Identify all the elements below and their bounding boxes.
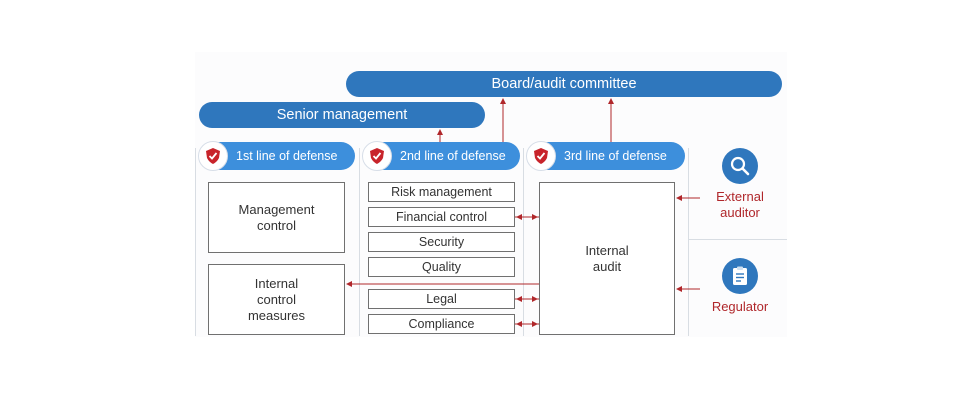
shield-icon (526, 141, 556, 171)
first-line-label: 1st line of defense (236, 149, 338, 163)
shield-icon (362, 141, 392, 171)
row-divider (689, 239, 787, 240)
internal-audit-box: Internal audit (539, 182, 675, 335)
external-auditor-label: External auditor (716, 189, 764, 220)
management-control-box: Management control (208, 182, 345, 253)
second-line-label: 2nd line of defense (400, 149, 506, 163)
internal-control-measures-box: Internal control measures (208, 264, 345, 335)
magnifier-icon (722, 148, 758, 184)
financial-control-box: Financial control (368, 207, 515, 227)
first-line-of-defense-header: 1st line of defense (198, 141, 355, 171)
shield-icon (198, 141, 228, 171)
clipboard-icon (722, 258, 758, 294)
second-line-of-defense-header: 2nd line of defense (362, 141, 520, 171)
risk-management-box: Risk management (368, 182, 515, 202)
security-box: Security (368, 232, 515, 252)
regulator-label: Regulator (711, 299, 769, 314)
legal-box: Legal (368, 289, 515, 309)
board-audit-committee-bar: Board/audit committee (346, 71, 782, 97)
third-line-label: 3rd line of defense (564, 149, 667, 163)
compliance-box: Compliance (368, 314, 515, 334)
column-divider (359, 148, 360, 336)
third-line-of-defense-header: 3rd line of defense (526, 141, 685, 171)
column-divider (523, 148, 524, 336)
column-divider (688, 148, 689, 336)
quality-box: Quality (368, 257, 515, 277)
column-divider (195, 148, 196, 336)
senior-management-bar: Senior management (199, 102, 485, 128)
